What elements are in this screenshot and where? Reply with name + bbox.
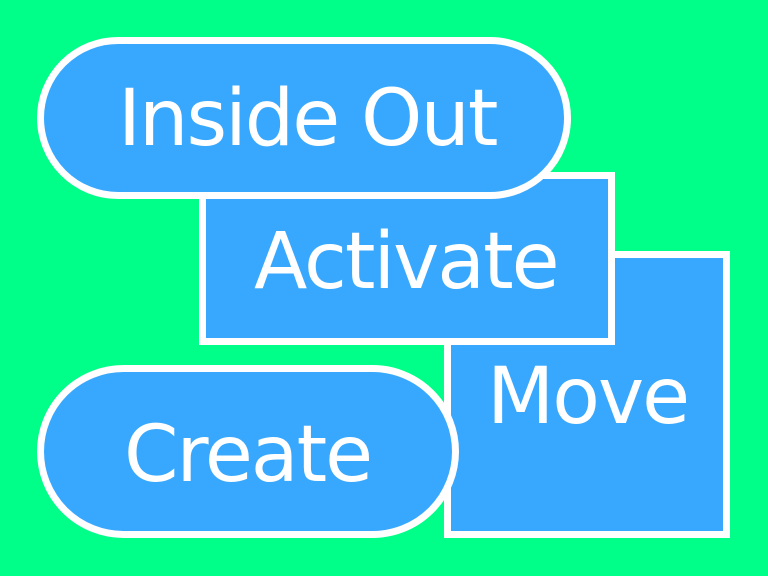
create-pill: Create [37, 365, 459, 538]
create-label: Create [124, 410, 373, 500]
activate-block: Activate [199, 172, 615, 345]
inside-out-pill: Inside Out [37, 37, 571, 199]
move-label: Move [487, 352, 690, 442]
inside-out-label: Inside Out [118, 74, 498, 164]
activate-label: Activate [254, 217, 560, 307]
